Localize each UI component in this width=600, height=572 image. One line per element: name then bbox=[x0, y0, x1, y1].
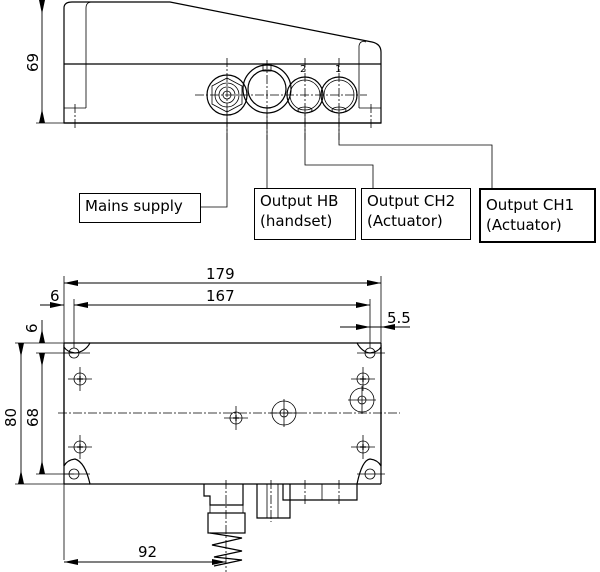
label-line: (Actuator) bbox=[486, 216, 562, 234]
leader-mains bbox=[201, 110, 228, 208]
label-output-ch2: Output CH2 (Actuator) bbox=[361, 188, 471, 240]
housing-inner-left bbox=[85, 1, 93, 108]
connector-number-2: 2 bbox=[300, 64, 306, 75]
label-line: Output CH2 bbox=[367, 192, 456, 210]
label-line: Output HB bbox=[260, 192, 339, 210]
housing-outline bbox=[63, 1, 382, 124]
top-view-outline bbox=[63, 342, 382, 485]
label-line: Mains supply bbox=[85, 197, 183, 215]
screw-top-left bbox=[68, 367, 92, 391]
screw-top-right bbox=[351, 367, 375, 391]
label-line: Output CH1 bbox=[486, 196, 575, 214]
dim-left-offset-6: 6 bbox=[50, 287, 60, 305]
connector-number-1: 1 bbox=[335, 64, 341, 75]
screw-bottom-right bbox=[351, 435, 375, 459]
leader-output-ch1 bbox=[338, 113, 493, 188]
side-view: 69 2 1 bbox=[24, 0, 493, 208]
dim-top-offset-6: 6 bbox=[23, 323, 41, 333]
label-line: (handset) bbox=[260, 212, 333, 230]
mounting-hole-bottom-right bbox=[357, 468, 385, 480]
dim-hole-spacing-height-68: 68 bbox=[24, 408, 42, 427]
dim-overall-width-179: 179 bbox=[206, 265, 235, 283]
housing-inner-right bbox=[358, 41, 367, 108]
dim-hole-spacing-width-167: 167 bbox=[206, 287, 235, 305]
dim-height-69: 69 bbox=[24, 53, 42, 72]
top-view: 179 167 6 5.5 6 80 68 bbox=[2, 265, 411, 572]
label-mains-supply: Mains supply bbox=[79, 193, 201, 223]
boss-hole-center bbox=[270, 399, 298, 427]
screw-bottom-left bbox=[68, 435, 92, 459]
label-output-hb: Output HB (handset) bbox=[254, 188, 356, 240]
dim-overall-height-80: 80 bbox=[2, 408, 20, 427]
screw-center bbox=[224, 406, 248, 430]
label-output-ch1: Output CH1 (Actuator) bbox=[479, 188, 596, 243]
cable-gland bbox=[203, 480, 246, 572]
dim-right-offset-5-5: 5.5 bbox=[387, 309, 411, 327]
label-line: (Actuator) bbox=[367, 212, 443, 230]
boss-hole-right bbox=[348, 386, 376, 414]
dim-cable-position-92: 92 bbox=[138, 543, 157, 561]
output-connectors-block bbox=[256, 480, 358, 522]
leader-output-ch2 bbox=[304, 113, 374, 188]
